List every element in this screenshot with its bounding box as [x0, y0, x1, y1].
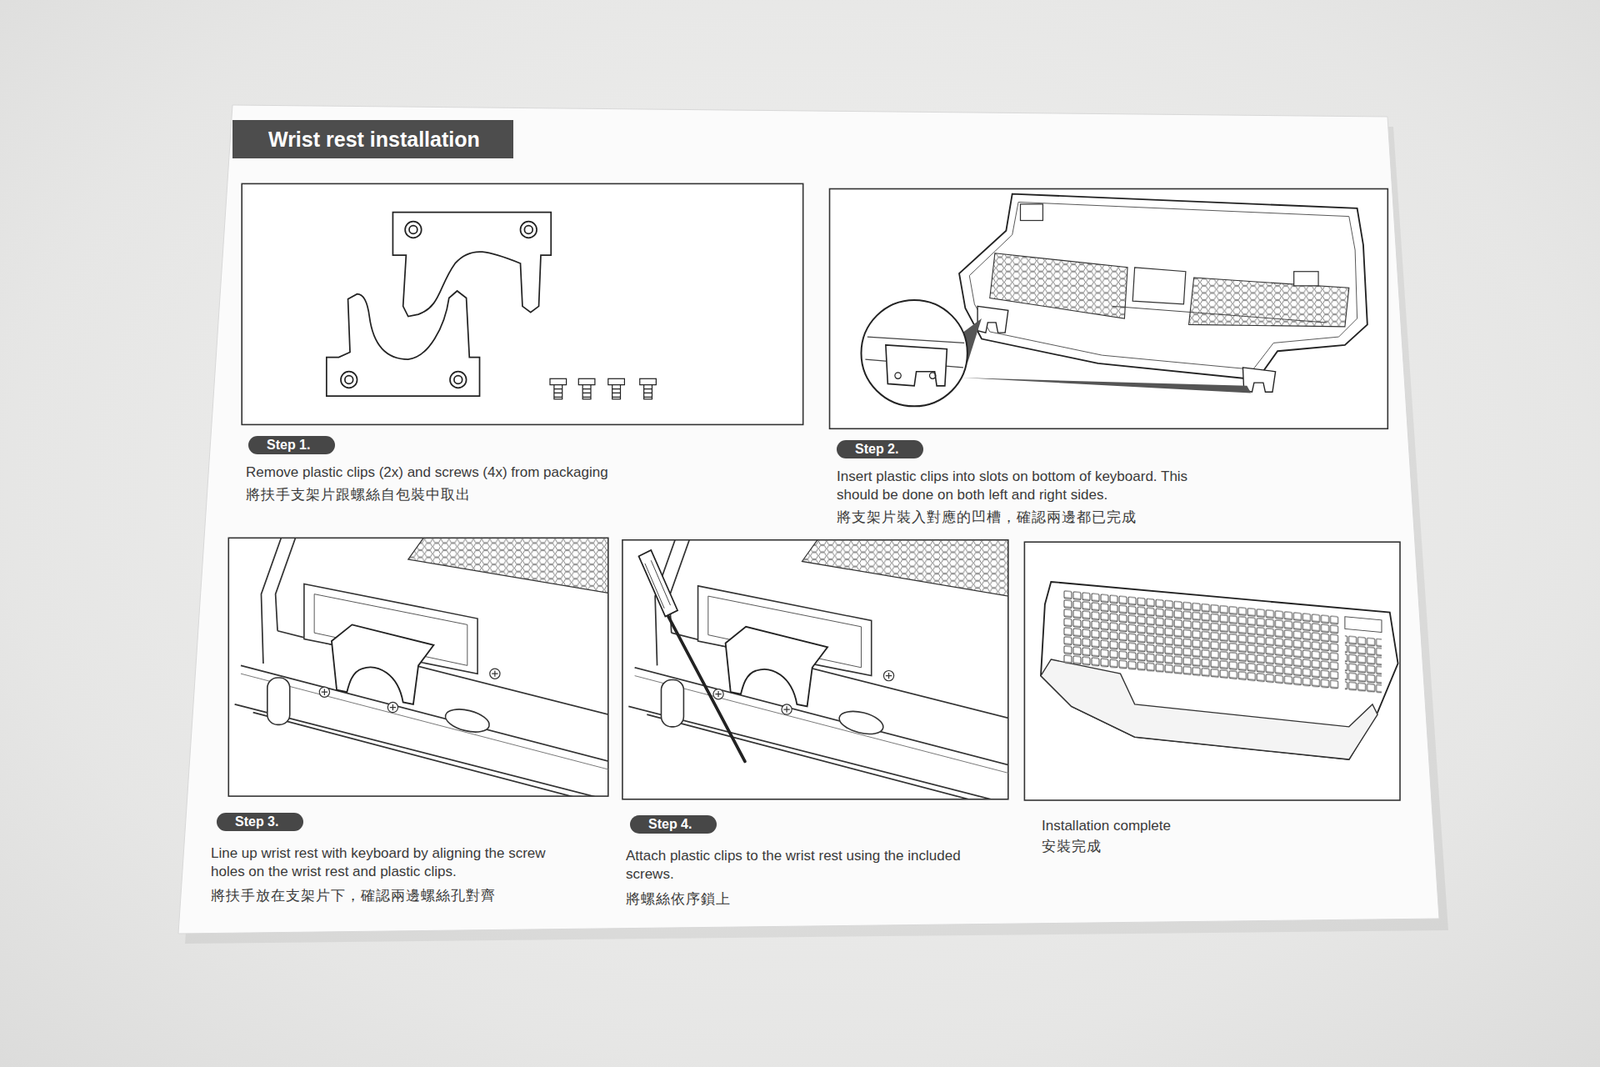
closeup-step3	[235, 537, 609, 796]
screws	[550, 378, 656, 399]
step-description: Line up wrist rest with keyboard by alig…	[210, 844, 570, 881]
step-description: Remove plastic clips (2x) and screws (4x…	[245, 463, 713, 482]
step-panel	[1024, 541, 1400, 800]
step-pill: Step 3.	[216, 812, 304, 831]
step-panel	[241, 183, 803, 425]
step-description: 將扶手支架片跟螺絲自包裝中取出	[245, 485, 713, 504]
step-number: Step 2.	[855, 441, 899, 456]
paper-sheet	[178, 105, 1440, 934]
plastic-clip	[392, 212, 551, 317]
step-number: Step 4.	[648, 816, 692, 831]
step-description: 將螺絲依序鎖上	[625, 889, 976, 908]
step-description: 將支架片裝入對應的凹槽，確認兩邊都已完成	[836, 507, 1304, 526]
screwdriver	[639, 550, 745, 761]
step-number: Step 3.	[235, 814, 279, 829]
zoom-circle	[860, 300, 967, 406]
step-description: Attach plastic clips to the wrist rest u…	[625, 846, 976, 884]
step-pill: Step 1.	[248, 435, 335, 455]
step-description: Installation complete	[1041, 816, 1359, 835]
step-illustrations	[228, 183, 1400, 815]
step-pill: Step 2.	[836, 440, 924, 459]
zoom-pointer	[960, 377, 1251, 393]
keyboard-underside	[860, 194, 1367, 407]
step-description: Insert plastic clips into slots on botto…	[836, 467, 1212, 505]
step-number: Step 1.	[266, 437, 310, 452]
title-band: Wrist rest installation	[232, 120, 514, 159]
step-pill: Step 4.	[630, 815, 717, 834]
plastic-clip	[977, 305, 1276, 392]
step-description: 將扶手放在支架片下，確認兩邊螺絲孔對齊	[210, 885, 603, 905]
title-text: Wrist rest installation	[268, 127, 480, 151]
step-description: 安裝完成	[1041, 836, 1359, 855]
clip-parts	[326, 212, 551, 396]
plastic-clip	[326, 290, 480, 396]
closeup-step4	[628, 540, 1009, 800]
keyboard-assembled	[1040, 581, 1399, 760]
step-panel	[830, 189, 1389, 430]
